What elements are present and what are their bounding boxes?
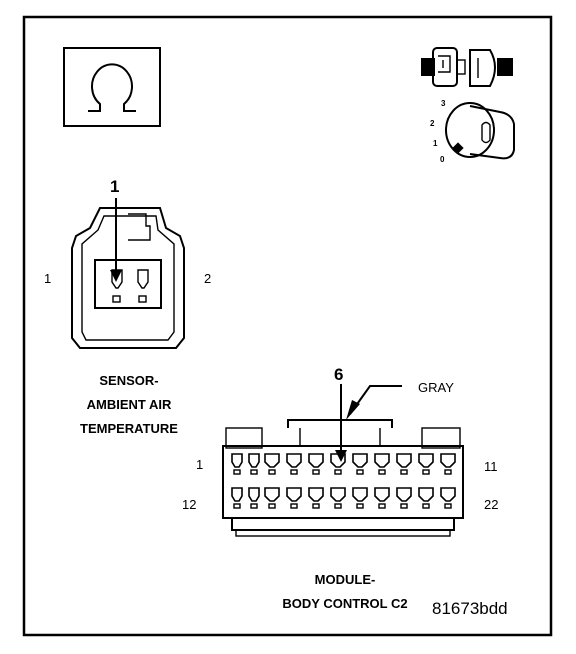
ignition-position-3: 3 xyxy=(441,99,446,108)
module-name-line2: BODY CONTROL C2 xyxy=(282,596,407,611)
module-cavity-22 xyxy=(440,487,456,509)
module-cavity-3 xyxy=(264,453,280,475)
module-cavity-15 xyxy=(286,487,302,509)
connector-disconnect-icon xyxy=(421,47,513,87)
module-cavity-12 xyxy=(231,487,243,509)
module-cavity-21 xyxy=(418,487,434,509)
module-cavity-17 xyxy=(330,487,346,509)
module-cavity-9 xyxy=(396,453,412,475)
module-row2-right-label: 22 xyxy=(484,497,498,512)
ignition-key-off-icon: 3 2 1 0 xyxy=(430,99,515,164)
sensor-right-pin-label: 2 xyxy=(204,271,211,286)
sensor-connector: 1 1 2 xyxy=(44,177,211,349)
ignition-position-2: 2 xyxy=(430,119,435,128)
ignition-position-0: 0 xyxy=(440,155,445,164)
module-cavity-13 xyxy=(248,487,260,509)
module-cavity-7 xyxy=(352,453,368,475)
sensor-name-line3: TEMPERATURE xyxy=(80,421,178,436)
figure-code: 81673bdd xyxy=(432,599,508,618)
sensor-left-pin-label: 1 xyxy=(44,271,51,286)
module-cavity-6 xyxy=(330,453,346,475)
ignition-position-1: 1 xyxy=(433,139,438,148)
module-cavity-11 xyxy=(440,453,456,475)
diagram-border xyxy=(22,15,553,637)
ohmmeter-icon xyxy=(63,47,161,127)
module-connector: 6 GRAY 1 11 12 22 xyxy=(182,365,498,537)
module-row1-left-label: 1 xyxy=(196,457,203,472)
module-cavity-19 xyxy=(374,487,390,509)
module-cavity-5 xyxy=(308,453,324,475)
module-row1-right-label: 11 xyxy=(484,459,498,474)
sensor-name-line1: SENSOR- xyxy=(99,373,158,388)
module-cavity-20 xyxy=(396,487,412,509)
module-wire-color-label: GRAY xyxy=(418,380,454,395)
sensor-pin-callout: 1 xyxy=(110,177,119,196)
module-row2-left-label: 12 xyxy=(182,497,196,512)
module-cavity-14 xyxy=(264,487,280,509)
module-cavity-8 xyxy=(374,453,390,475)
module-cavity-4 xyxy=(286,453,302,475)
module-pin-callout: 6 xyxy=(334,365,343,384)
module-cavity-1 xyxy=(231,453,243,475)
module-pins-row1 xyxy=(231,453,456,475)
module-pins-row2 xyxy=(231,487,456,509)
sensor-name-line2: AMBIENT AIR xyxy=(87,397,172,412)
module-cavity-16 xyxy=(308,487,324,509)
module-cavity-18 xyxy=(352,487,368,509)
module-cavity-10 xyxy=(418,453,434,475)
module-cavity-2 xyxy=(248,453,260,475)
module-name-line1: MODULE- xyxy=(315,572,376,587)
